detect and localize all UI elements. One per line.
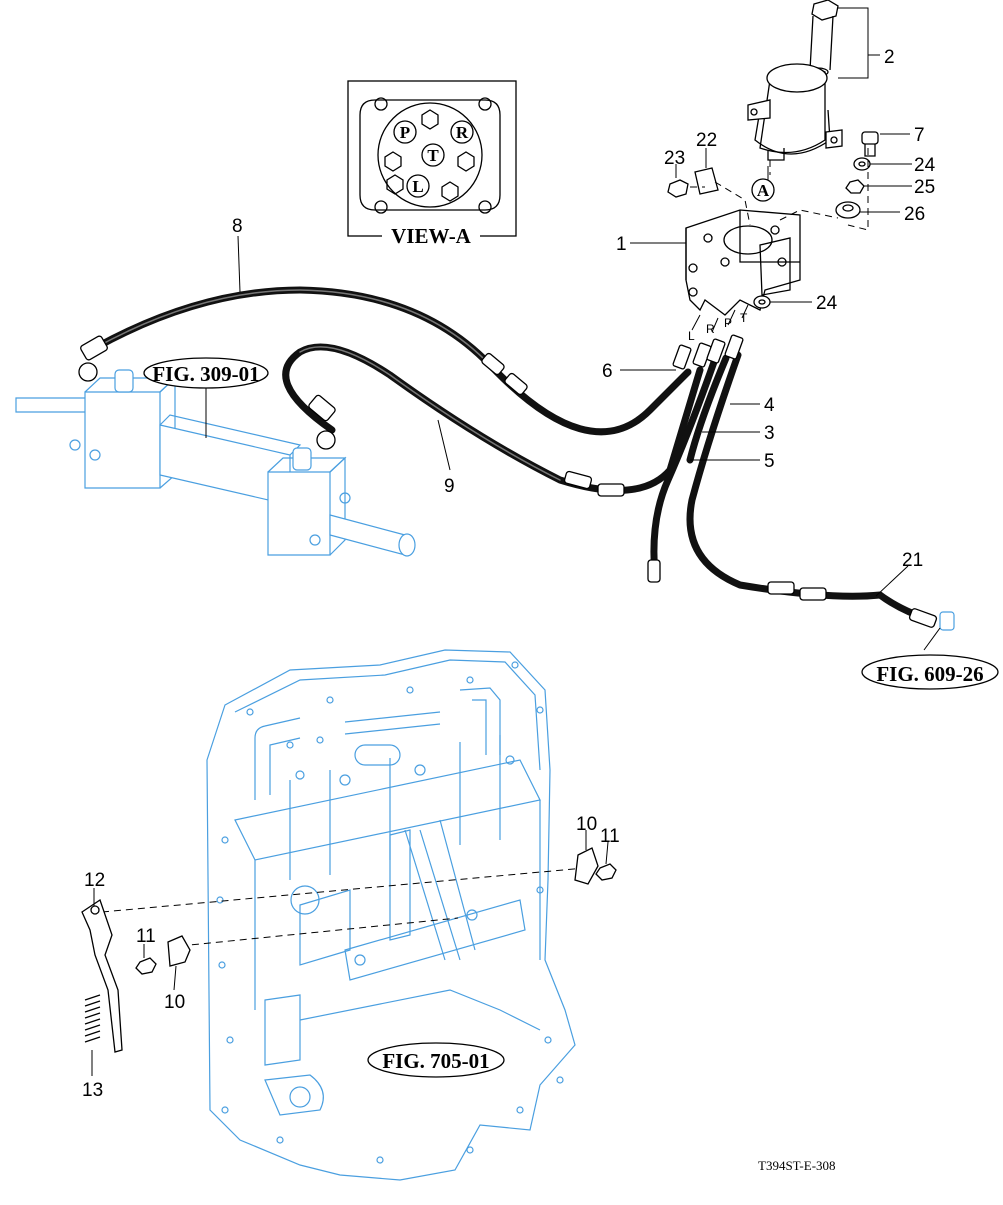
hose-fitting-icon (80, 335, 108, 361)
callout-5: 5 (764, 451, 775, 472)
hose-3 (650, 358, 718, 579)
fig-ref-609-label: FIG. 609-26 (876, 662, 983, 686)
nut-icon (811, 0, 839, 21)
view-marker-label: A (757, 181, 770, 200)
hoses (78, 286, 955, 631)
hose-fitting-icon (563, 470, 593, 490)
callout-13: 13 (82, 1080, 103, 1101)
port-fitting-icon (724, 334, 744, 360)
fig-ref-309-label: FIG. 309-01 (152, 362, 259, 386)
hose-fitting-icon (308, 394, 336, 422)
steering-cylinder-reference (15, 369, 416, 557)
hose-4 (686, 354, 730, 464)
bracket-icon (574, 847, 599, 885)
fig-ref-609[interactable]: FIG. 609-26 (861, 654, 999, 690)
hose-fitting-icon (597, 483, 625, 497)
fig-ref-705-label: FIG. 705-01 (382, 1049, 489, 1073)
port-fitting-icon (672, 344, 692, 370)
callout-21: 21 (902, 550, 923, 571)
drawing-code: T394ST-E-308 (758, 1158, 836, 1173)
callout-2: 2 (884, 47, 895, 68)
hose-end-icon (316, 430, 336, 450)
pivot-axis-line (101, 867, 586, 913)
bolt-hole-icon (830, 136, 838, 144)
view-a-port-l: L (412, 177, 423, 196)
hose-fitting-icon (799, 587, 827, 601)
port-fitting-icon (706, 338, 726, 364)
bolt-hole-icon (750, 108, 758, 116)
view-a-inset: P R T L VIEW-A (347, 80, 517, 248)
flange-hole-icon (374, 200, 388, 214)
callout-9: 9 (444, 476, 455, 497)
view-a-port-p: P (400, 123, 410, 142)
pivot-parts (81, 847, 617, 1053)
callouts: 2 7 24 25 26 22 23 1 24 8 6 4 3 5 9 21 1… (82, 47, 936, 1101)
view-a-marker: A (751, 166, 775, 202)
callout-7: 7 (914, 125, 925, 146)
hose-fitting-icon (504, 372, 528, 396)
hose-21 (686, 351, 934, 624)
hose-fitting-icon (647, 559, 661, 583)
view-a-port-t: T (427, 146, 439, 165)
callout-6: 6 (602, 361, 613, 382)
bolt-icon (595, 863, 617, 881)
callout-1: 1 (616, 234, 627, 255)
pivot-axis-line (179, 917, 459, 947)
callout-23: 23 (664, 148, 685, 169)
view-a-title: VIEW-A (391, 224, 472, 248)
port-label-p: P (724, 316, 732, 330)
callout-3: 3 (764, 423, 775, 444)
bracket-icon (167, 935, 191, 967)
port-label-r: R (706, 322, 715, 336)
callout-11-right: 11 (600, 826, 620, 847)
callout-8: 8 (232, 216, 243, 237)
callout-24-bottom: 24 (816, 293, 838, 314)
hose-fitting-icon (481, 352, 505, 376)
washer-icon (753, 295, 771, 309)
port-label-l: L (688, 329, 695, 343)
hose-fitting-icon (767, 581, 795, 595)
callout-11-left: 11 (136, 926, 156, 947)
callout-26: 26 (904, 204, 925, 225)
mounting-bracket (685, 209, 801, 316)
small-hardware (667, 131, 879, 309)
bolt-icon (861, 131, 879, 145)
nut-icon (845, 179, 865, 194)
plate-icon (694, 167, 719, 195)
callout-10-left: 10 (164, 992, 185, 1013)
lever-icon (81, 898, 123, 1053)
steering-valve-motor (747, 0, 843, 161)
flange-hole-icon (478, 200, 492, 214)
callout-25: 25 (914, 177, 935, 198)
view-a-port-r: R (456, 123, 469, 142)
callout-24-top: 24 (914, 155, 936, 176)
callout-12: 12 (84, 870, 105, 891)
bolt-icon (135, 957, 157, 975)
hose-end-icon (78, 362, 98, 382)
callout-4: 4 (764, 395, 775, 416)
flange-hole-icon (374, 97, 388, 111)
assembly-lines (101, 148, 869, 947)
leader-lines (91, 7, 941, 1076)
hose-end-icon (939, 611, 955, 631)
hose-fitting-icon (908, 608, 938, 628)
fig-ref-705[interactable]: FIG. 705-01 (367, 1042, 505, 1078)
flange-hole-icon (478, 97, 492, 111)
spring-icon (84, 994, 101, 1043)
lift-frame-reference (206, 649, 576, 1181)
bolt-icon (667, 179, 689, 198)
callout-22: 22 (696, 130, 717, 151)
fig-ref-309[interactable]: FIG. 309-01 (143, 357, 269, 389)
port-label-t: T (740, 311, 748, 325)
port-labels: L R P T (688, 311, 748, 343)
grommet-icon (835, 201, 861, 219)
callout-10-right: 10 (576, 814, 597, 835)
